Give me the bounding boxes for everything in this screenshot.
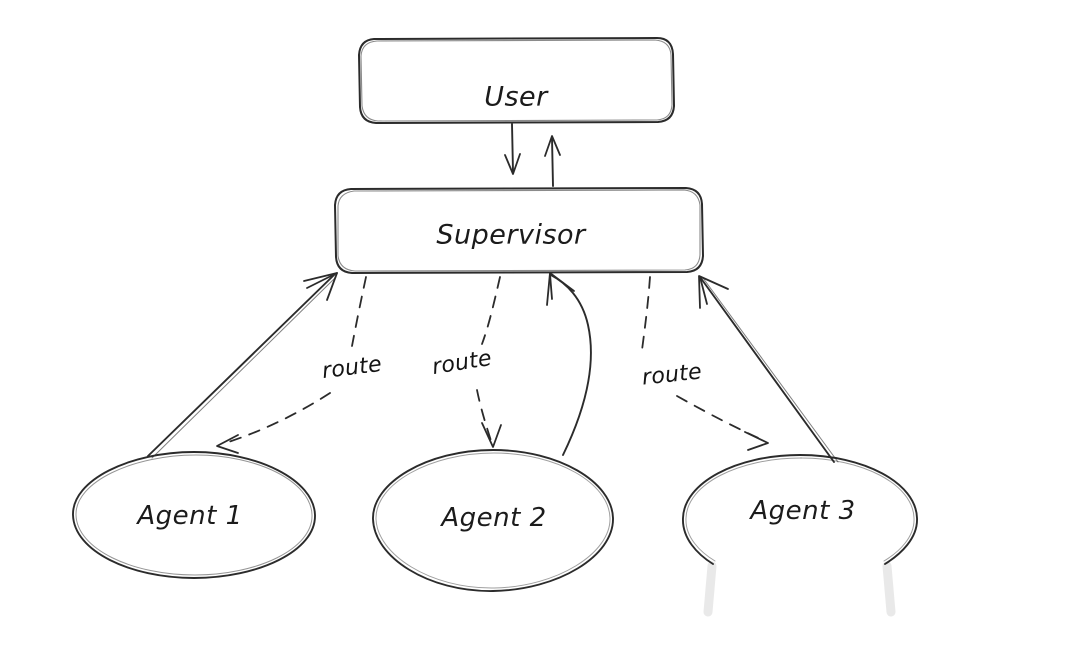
edge-agent-3-to-supervisor (698, 275, 839, 463)
agent-2-node-label: Agent 2 (441, 503, 547, 533)
agent-1-node-label: Agent 1 (137, 501, 243, 531)
edge-user-to-supervisor (504, 123, 521, 175)
user-node-label: User (484, 81, 548, 113)
edge-route-agent-2 (476, 276, 502, 448)
supervisor-node-label: Supervisor (436, 219, 586, 251)
edge-agent-2-to-supervisor (546, 272, 592, 456)
agent-1-node-shape[interactable] (72, 451, 316, 579)
edge-agent-1-to-supervisor (147, 272, 338, 459)
user-node-shape[interactable] (358, 37, 675, 124)
agent-3-node-shape[interactable] (682, 454, 918, 617)
supervisor-node-shape[interactable] (334, 187, 704, 274)
edge-route-agent-3 (641, 276, 769, 451)
edge-supervisor-to-user (544, 135, 561, 187)
agent-3-node-label: Agent 3 (750, 496, 856, 526)
agent-2-node-shape[interactable] (372, 449, 614, 592)
edge-route-agent-1 (216, 276, 367, 454)
